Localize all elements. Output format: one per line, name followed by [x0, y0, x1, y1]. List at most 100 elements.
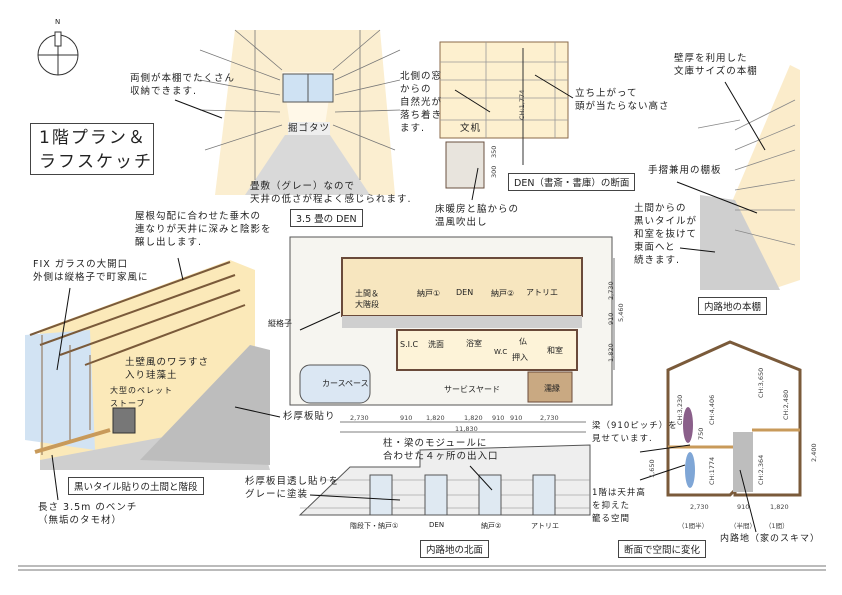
section-dim: 1,820 — [770, 503, 789, 511]
caption-north-elevation: 内路地の北面 — [420, 540, 490, 558]
note-line: 天井の低さが程よく感じられます. — [250, 194, 412, 205]
note-line: グレーに塗装 — [245, 489, 309, 500]
label-desk: 文机 — [460, 123, 482, 134]
note-line: 立ち上がって — [575, 88, 638, 99]
dim-ch-den: CH:1,774 — [518, 89, 526, 120]
note-line: FIX ガラスの大開口 — [33, 259, 129, 270]
dim-bottom: 1,820 — [426, 414, 445, 422]
note-line: 連なりが天井に深みと陰影を — [135, 224, 272, 235]
label-kotatsu: 掘ゴタツ — [288, 122, 331, 135]
door-label: DEN — [429, 521, 445, 529]
note-line: 続きます. — [634, 255, 681, 266]
ch-label: CH:2,364 — [757, 454, 765, 485]
note-line: 外側は縦格子で町家風に — [33, 272, 149, 283]
page-title: 1階プラン＆ ラフスケッチ — [30, 123, 154, 175]
dim-total: 11,830 — [455, 425, 478, 433]
dim-bottom: 910 — [510, 414, 523, 422]
caption-alley-shelf: 内路地の本棚 — [698, 297, 768, 315]
note-alley: 内路地（家のスキマ） — [720, 534, 821, 544]
note-shelves: 両側が本棚でたくさん 収納できます. — [130, 72, 235, 98]
room-service-yard: サービスヤード — [444, 385, 500, 394]
note-tile: 土間からの 黒いタイルが 和室を抜けて 東面へと 続きます. — [634, 202, 697, 267]
note-line: 土間からの — [634, 203, 687, 214]
room-yokushitsu: 浴室 — [466, 339, 482, 348]
note-line: 両側が本棚でたくさん — [130, 73, 236, 84]
note-line: 柱・梁のモジュールに — [383, 438, 488, 449]
dim-bottom: 2,730 — [540, 414, 559, 422]
dim-right: 1,820 — [607, 343, 615, 362]
room-senmen: 洗面 — [428, 340, 444, 349]
room-car-space: カースペース — [322, 379, 369, 388]
dim-right: 910 — [607, 312, 615, 325]
note-line: 大型のペレット — [110, 386, 173, 395]
dim-right: 2,730 — [607, 281, 615, 300]
note-line: 梁（910ピッチ）を — [592, 421, 678, 431]
ch-label: CH:4,406 — [708, 394, 716, 425]
room-sic: S.I.C — [400, 340, 419, 349]
note-line: 畳敷（グレー）なので — [250, 181, 356, 192]
room-washitsu: 和室 — [547, 346, 563, 355]
note-first-floor: 1階は天井高 を抑えた 籠る空間 — [592, 487, 646, 526]
note-line: 床暖房と脇からの — [435, 204, 520, 215]
note-line: 壁厚を利用した — [674, 53, 748, 64]
room-line: 大階段 — [355, 300, 379, 309]
note-line: 醸し出します. — [135, 237, 203, 248]
dim-300: 300 — [490, 165, 498, 178]
compass-icon — [37, 31, 79, 76]
note-rafters: 屋根勾配に合わせた垂木の 連なりが天井に深みと陰影を 醸し出します. — [135, 210, 272, 249]
dim-bottom: 910 — [492, 414, 505, 422]
room-wc: W.C — [494, 348, 508, 356]
section-dim: 2,730 — [690, 503, 709, 511]
note-stove: 大型のペレット ストーブ — [110, 384, 173, 410]
note-line: 黒いタイルが — [634, 216, 698, 227]
note-line: 自然光が — [400, 97, 443, 108]
dim-2400: 2,400 — [810, 443, 818, 462]
caption-den-perspective: 3.5 畳の DEN — [290, 209, 363, 227]
dim-bottom: 910 — [400, 414, 413, 422]
door-label: アトリエ — [531, 522, 559, 530]
note-line: からの — [400, 84, 432, 95]
room-nureen: 濡縁 — [544, 384, 560, 393]
ch-label: CH:3,650 — [757, 367, 765, 398]
dim-1650: 1,650 — [648, 459, 656, 478]
note-tatami: 畳敷（グレー）なので 天井の低さが程よく感じられます. — [250, 180, 412, 206]
note-line: 文庫サイズの本棚 — [674, 66, 758, 77]
note-line: 杉厚板目透し貼りを — [245, 476, 340, 487]
caption-stair: 黒いタイル貼りの土間と階段 — [68, 477, 204, 495]
note-line: 入り珪藻土 — [125, 370, 178, 381]
note-beam: 梁（910ピッチ）を 見せています. — [592, 420, 678, 446]
note-line: 1階は天井高 — [592, 488, 646, 498]
note-line: 北側の窓 — [400, 71, 443, 82]
note-line: 見せています. — [592, 434, 653, 444]
note-line: 東面へと — [634, 242, 676, 253]
compass-north-label: N — [55, 18, 62, 26]
note-line: 土壁風のワラすさ — [125, 357, 210, 368]
dim-750: 750 — [697, 427, 705, 440]
note-height: 立ち上がって 頭が当たらない高さ — [575, 87, 670, 113]
caption-den-section: DEN（書斎・書庫）の断面 — [508, 173, 636, 191]
note-line: 落ち着き — [400, 110, 443, 121]
note-window: 北側の窓 からの 自然光が 落ち着き ます. — [400, 70, 442, 135]
ch-label: CH:1774 — [708, 456, 716, 485]
room-butsu: 仏 — [519, 337, 527, 346]
room-nando1: 納戸① — [417, 289, 441, 298]
room-nando2: 納戸② — [491, 289, 515, 298]
section-unit: （半間） — [730, 522, 756, 530]
note-paint: 杉厚板目透し貼りを グレーに塗装 — [245, 475, 340, 501]
den-section-sketch — [439, 41, 574, 201]
title-line-1: 1階プラン＆ — [39, 128, 147, 148]
title-line-2: ラフスケッチ — [39, 152, 153, 172]
room-doma: 土間＆ 大階段 — [355, 288, 379, 310]
door-label: 納戸② — [481, 522, 502, 530]
note-doors: 柱・梁のモジュールに 合わせた４ヶ所の出入口 — [383, 437, 499, 463]
stair-sketch — [25, 257, 281, 501]
dim-bottom: 2,730 — [350, 414, 369, 422]
note-bench: 長さ 3.5m のベンチ （無垢のタモ材） — [38, 501, 137, 527]
note-line: 頭が当たらない高さ — [575, 101, 670, 112]
note-line: 合わせた４ヶ所の出入口 — [383, 451, 499, 462]
note-handrail: 手摺兼用の棚板 — [648, 165, 722, 176]
note-cedar: 杉厚板貼り — [283, 411, 336, 422]
room-line: 土間＆ — [355, 289, 379, 298]
section-dim: 910 — [737, 503, 750, 511]
